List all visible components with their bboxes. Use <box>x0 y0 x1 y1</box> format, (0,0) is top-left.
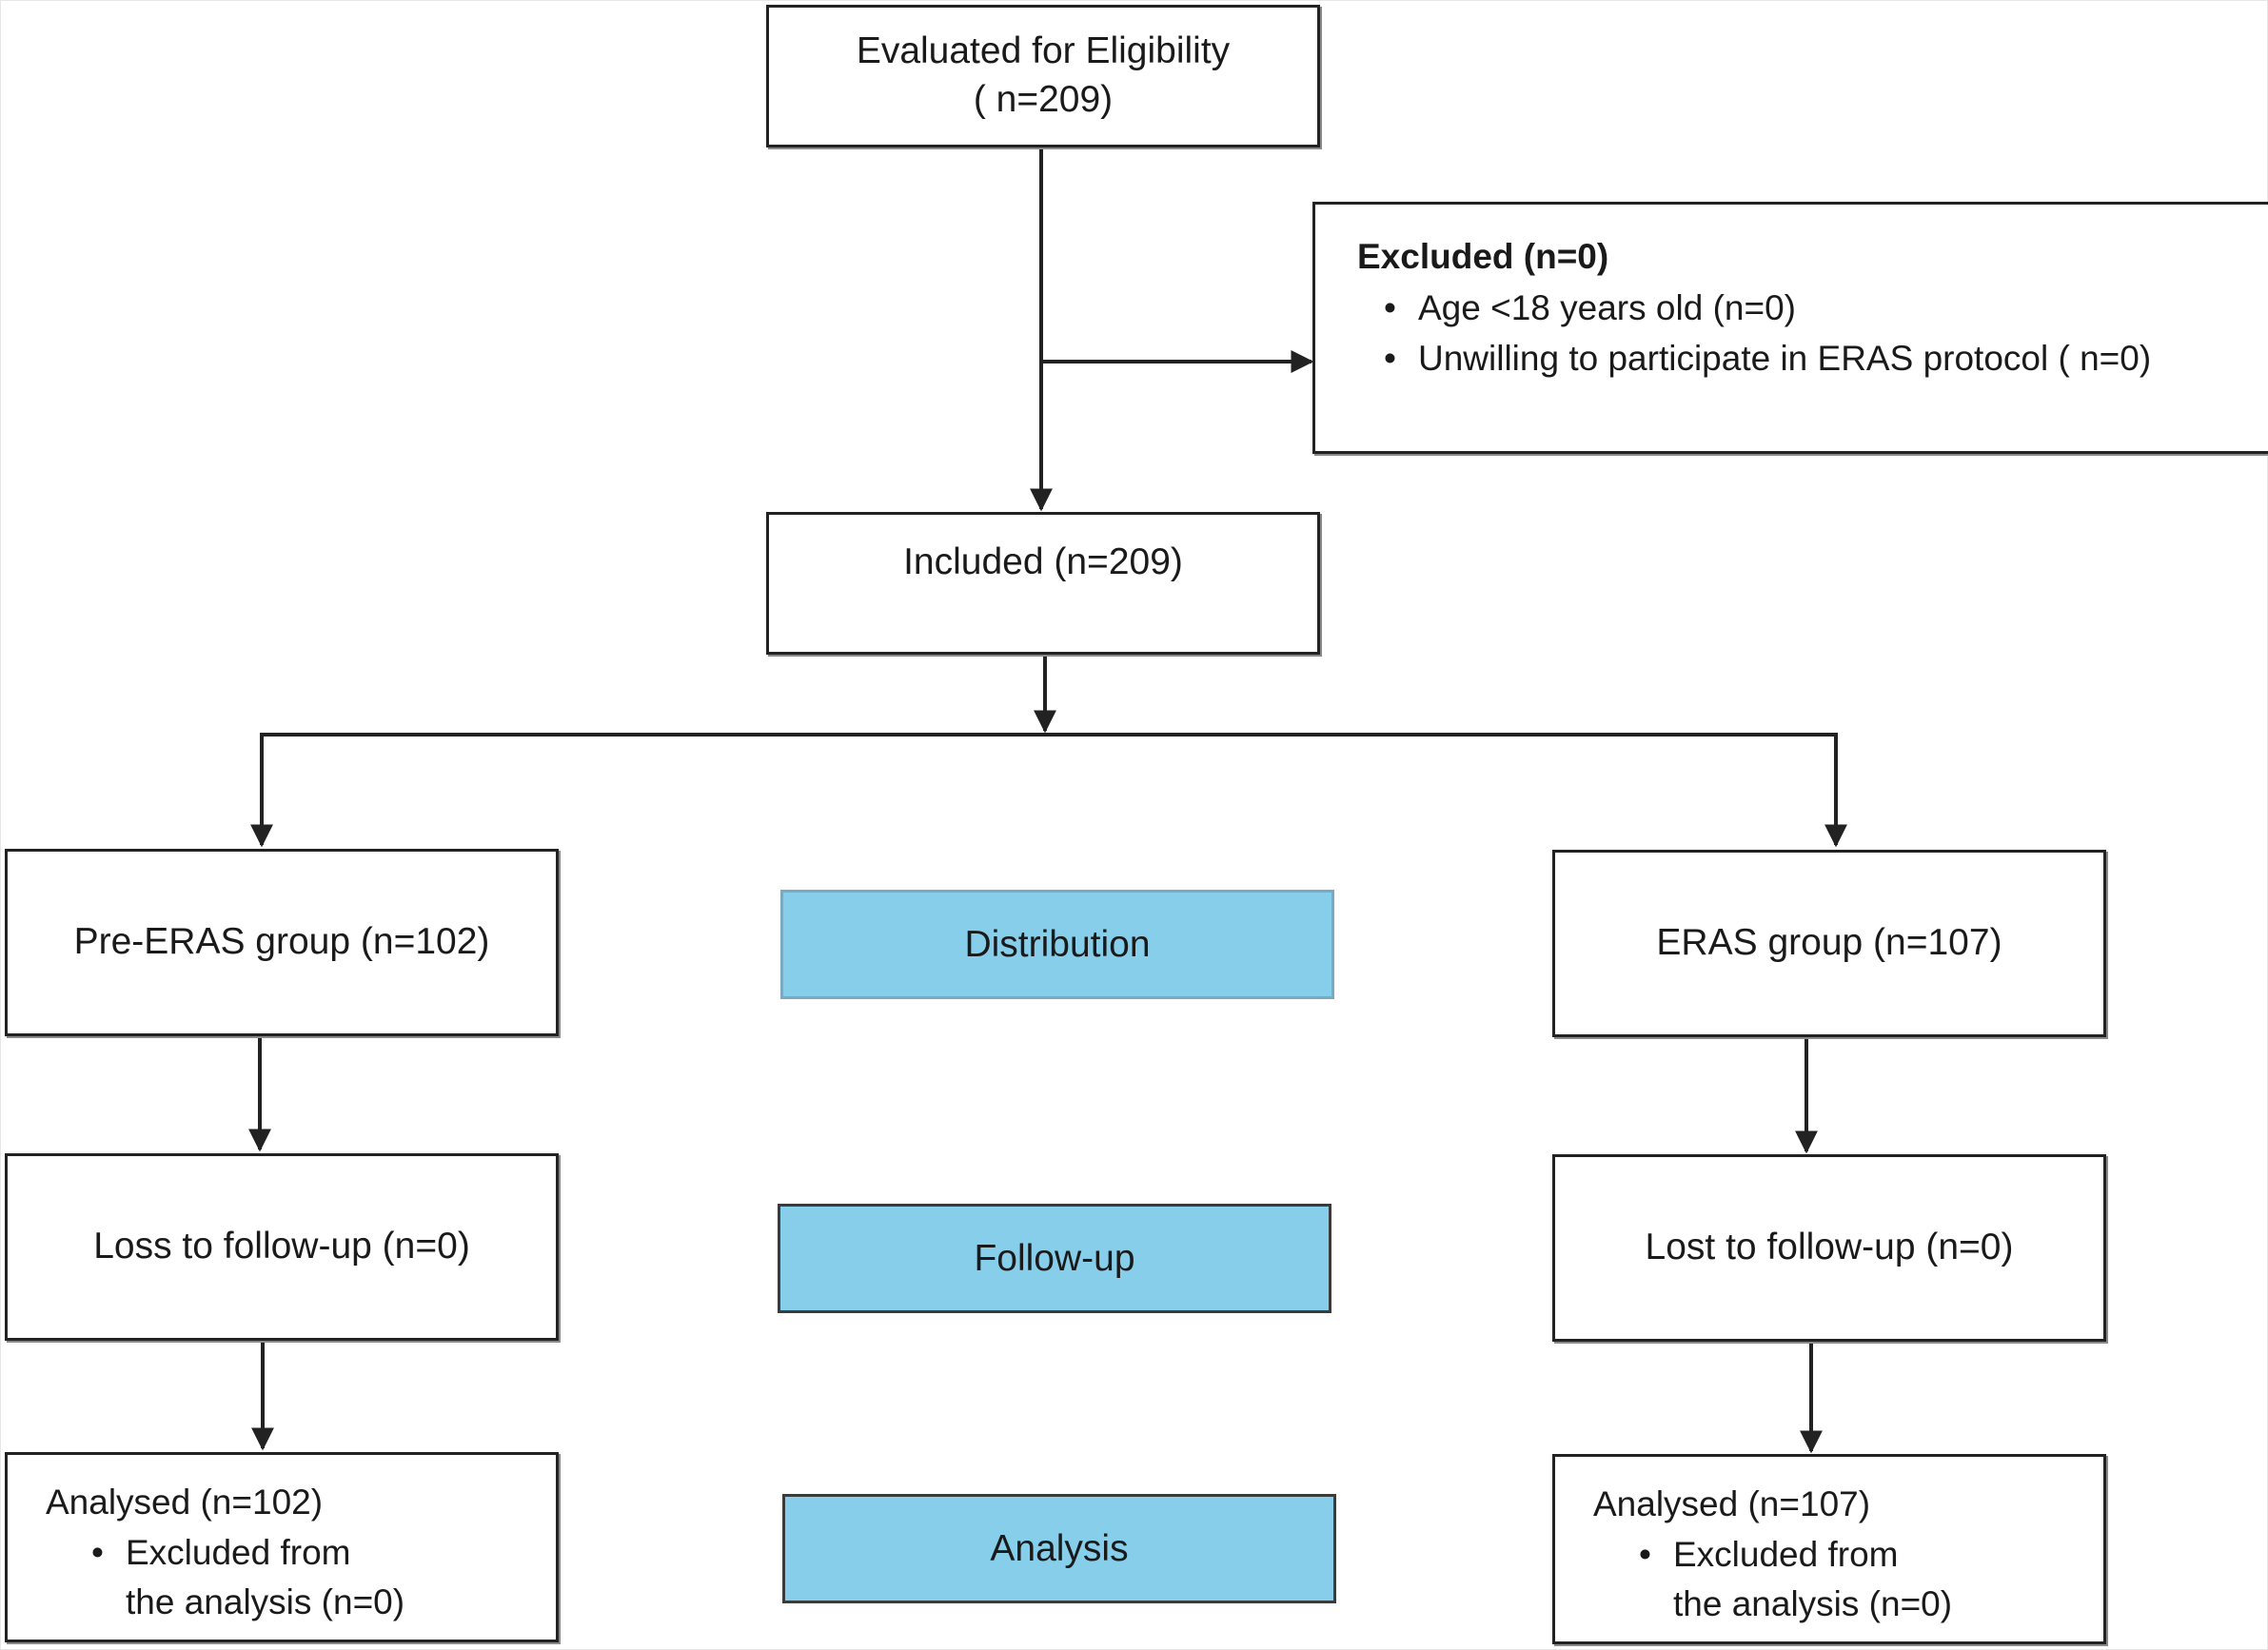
pre-eras-analysed-note: Excluded from the analysis (n=0) <box>84 1528 407 1628</box>
eligibility-count: ( n=209) <box>973 79 1114 120</box>
stage-distribution-label: Distribution <box>964 923 1151 965</box>
eras-followup-label: Lost to follow-up (n=0) <box>1645 1227 2014 1268</box>
pre-eras-group-label: Pre-ERAS group (n=102) <box>73 921 490 963</box>
stage-analysis-label: Analysis <box>990 1527 1129 1569</box>
pre-eras-followup-label: Loss to follow-up (n=0) <box>93 1226 470 1267</box>
eras-group-box: ERAS group (n=107) <box>1552 850 2106 1037</box>
pre-eras-followup-box: Loss to follow-up (n=0) <box>5 1153 559 1341</box>
stage-followup: Follow-up <box>778 1204 1331 1313</box>
eras-analysed-list: Excluded from the analysis (n=0) <box>1631 1530 1955 1630</box>
eras-analysed-box: Analysed (n=107) Excluded from the analy… <box>1552 1454 2106 1644</box>
included-box: Included (n=209) <box>766 512 1320 655</box>
excluded-title: Excluded (n=0) <box>1357 237 1609 276</box>
pre-eras-analysed-list: Excluded from the analysis (n=0) <box>84 1528 407 1628</box>
pre-eras-analysed-label: Analysed (n=102) <box>46 1483 324 1522</box>
included-label: Included (n=209) <box>903 541 1183 582</box>
eligibility-label: Evaluated for Eligibility <box>856 30 1231 72</box>
split-line <box>260 733 1847 848</box>
excluded-box: Excluded (n=0) Age <18 years old (n=0) U… <box>1312 202 2268 454</box>
eligibility-box: Evaluated for Eligibility ( n=209) <box>766 5 1320 147</box>
excluded-criterion: Age <18 years old (n=0) <box>1376 283 2268 334</box>
eras-followup-box: Lost to follow-up (n=0) <box>1552 1154 2106 1342</box>
stage-distribution: Distribution <box>780 890 1334 999</box>
stage-followup-label: Follow-up <box>974 1237 1135 1279</box>
pre-eras-analysed-box: Analysed (n=102) Excluded from the analy… <box>5 1452 559 1642</box>
excluded-criterion: Unwilling to participate in ERAS protoco… <box>1376 333 2268 384</box>
eras-group-label: ERAS group (n=107) <box>1656 922 2002 964</box>
eras-analysed-label: Analysed (n=107) <box>1593 1484 1871 1523</box>
stage-analysis: Analysis <box>782 1494 1336 1603</box>
excluded-criteria-list: Age <18 years old (n=0) Unwilling to par… <box>1376 283 2268 384</box>
eras-analysed-note: Excluded from the analysis (n=0) <box>1631 1530 1955 1630</box>
pre-eras-group-box: Pre-ERAS group (n=102) <box>5 849 559 1036</box>
